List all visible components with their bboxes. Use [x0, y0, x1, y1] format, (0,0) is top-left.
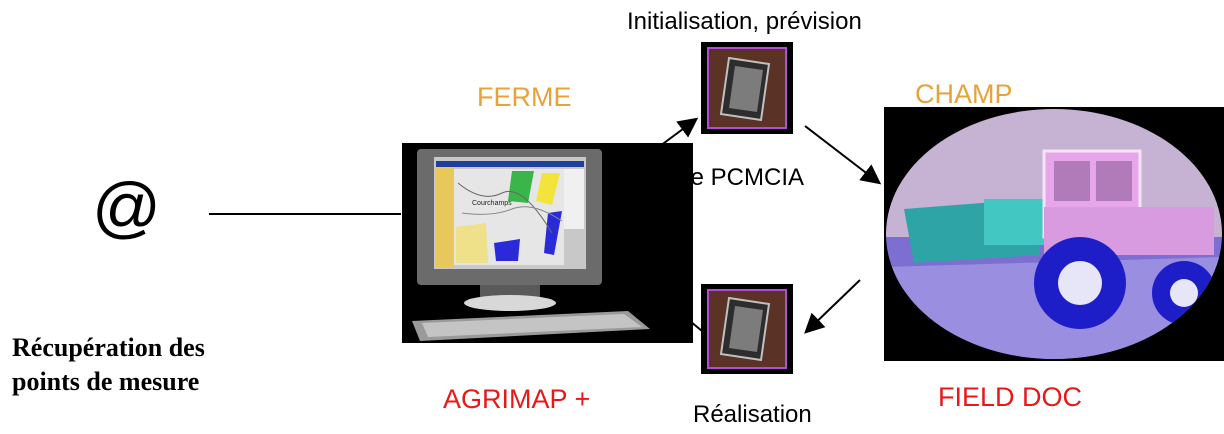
cab-window [1054, 161, 1090, 201]
keyboard-keys [422, 314, 642, 337]
map-field-green [508, 171, 534, 203]
monitor-base [464, 295, 556, 311]
screen-map-title: Courchamps [472, 200, 512, 207]
map-road-2 [461, 206, 563, 222]
pcmcia-card-bottom [701, 284, 793, 374]
recuperation-line-1: Récupération des [12, 333, 205, 362]
champ-label: CHAMP [915, 79, 1013, 109]
agrimap-label: AGRIMAP + [443, 384, 591, 414]
rear-wheel-hub [1058, 261, 1102, 305]
front-wheel-hub [1170, 279, 1198, 307]
arrow-to-tractor [804, 125, 882, 185]
at-symbol: @ [92, 169, 162, 245]
computer-illustration: Courchamps [412, 149, 650, 341]
card-label-bottom [729, 306, 763, 352]
pcmcia-card-top-illustration [707, 47, 787, 129]
recuperation-line-2: points de mesure [12, 367, 200, 396]
cab-window-2 [1096, 161, 1132, 201]
realisation-label: Réalisation [693, 401, 812, 428]
pcmcia-card-bottom-illustration [707, 289, 787, 369]
map-field-blue-2 [544, 211, 562, 255]
screen-titlebar [436, 161, 584, 167]
card-label [729, 66, 763, 112]
computer-image: Courchamps [402, 143, 693, 343]
tractor-image [884, 107, 1224, 361]
ferme-label: FERME [477, 82, 572, 112]
carte-pcmcia-label: rte PCMCIA [676, 164, 805, 191]
tractor-illustration [886, 109, 1222, 359]
screen-sidebar [436, 167, 454, 267]
recuperation-caption: Récupération des points de mesure [12, 331, 272, 399]
map-field-yellow [536, 173, 560, 205]
arrow-to-top-card [659, 117, 699, 147]
spreader-hopper [984, 199, 1044, 245]
map-field-blue [494, 239, 520, 261]
field-doc-label: FIELD DOC [938, 382, 1083, 412]
map-field-beige [456, 223, 488, 263]
initialisation-label: Initialisation, prévision [627, 8, 862, 35]
map-road [457, 182, 553, 234]
arrow-to-computer [663, 299, 703, 332]
pcmcia-card-top [701, 42, 793, 134]
arrow-to-bottom-card [804, 279, 861, 334]
screen-panel [564, 169, 584, 229]
